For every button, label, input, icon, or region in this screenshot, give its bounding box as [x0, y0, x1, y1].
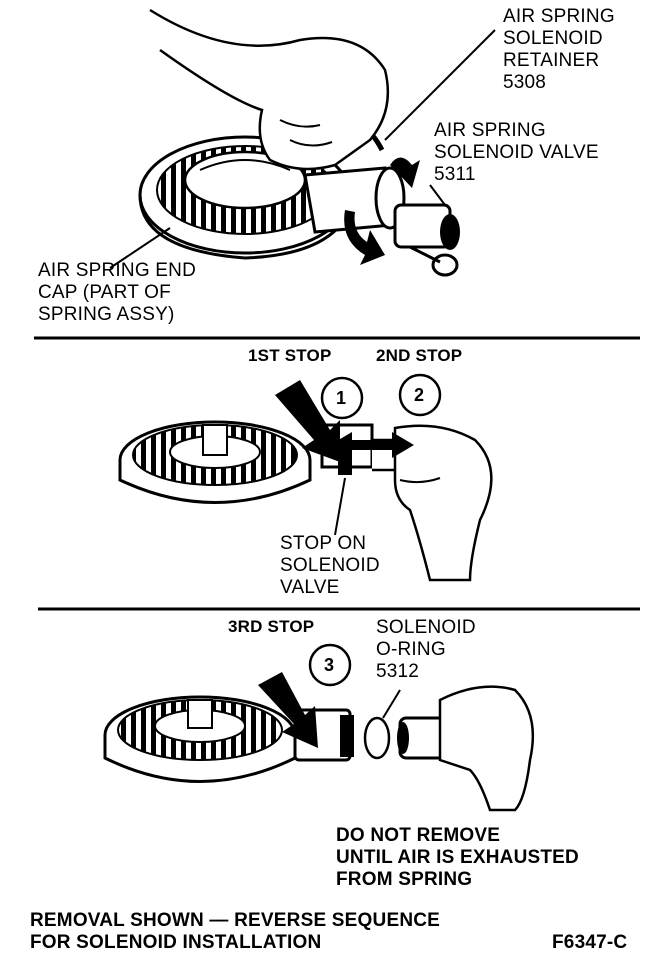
retainer-label: AIR SPRING SOLENOID RETAINER 5308 [503, 6, 615, 93]
leader-valve [429, 184, 446, 206]
valve-in-hand-drawing [397, 685, 535, 812]
panel3-illustration [103, 643, 535, 812]
o-ring-drawing [363, 716, 391, 760]
stop-1-circle [320, 376, 364, 420]
stop-3-circle [308, 643, 352, 687]
warning-label: DO NOT REMOVE UNTIL AIR IS EXHAUSTED FRO… [336, 825, 579, 890]
leader-o-ring [382, 689, 401, 719]
stop-1-number: 1 [336, 388, 347, 408]
solenoid-valve-drawing [303, 166, 460, 277]
end-cap-label: AIR SPRING END CAP (PART OF SPRING ASSY) [38, 260, 196, 325]
o-ring-label: SOLENOID O-RING 5312 [376, 617, 476, 682]
stop-2-number: 2 [414, 385, 425, 405]
solenoid-valve-label: AIR SPRING SOLENOID VALVE 5311 [434, 120, 599, 185]
stop-3-number: 3 [324, 655, 335, 675]
leader-endcap [109, 227, 171, 269]
hand-drawing-2 [393, 424, 493, 582]
stop-2-circle [398, 373, 442, 417]
stop-on-valve-label: STOP ON SOLENOID VALVE [280, 533, 380, 598]
rotate-arrow-lower [344, 210, 385, 265]
first-stop-label: 1ST STOP [248, 346, 332, 365]
panel1-illustration [109, 8, 496, 277]
stop-arrow-2 [275, 380, 340, 462]
stop-arrow-3 [258, 672, 318, 748]
second-stop-label: 2ND STOP [376, 346, 463, 365]
double-arrow [330, 432, 414, 458]
leader-retainer [384, 29, 496, 141]
figure-caption: REMOVAL SHOWN — REVERSE SEQUENCE FOR SOL… [30, 910, 441, 953]
spring-cap-drawing-2 [118, 420, 312, 504]
panel2-illustration [118, 373, 493, 582]
leader-stop-on-valve [334, 477, 346, 536]
rotate-arrow-upper [390, 157, 420, 188]
figure-id: F6347-C [552, 932, 628, 953]
third-stop-label: 3RD STOP [228, 617, 315, 636]
hand-drawing [149, 8, 390, 171]
spring-cap-drawing-3 [103, 695, 297, 783]
